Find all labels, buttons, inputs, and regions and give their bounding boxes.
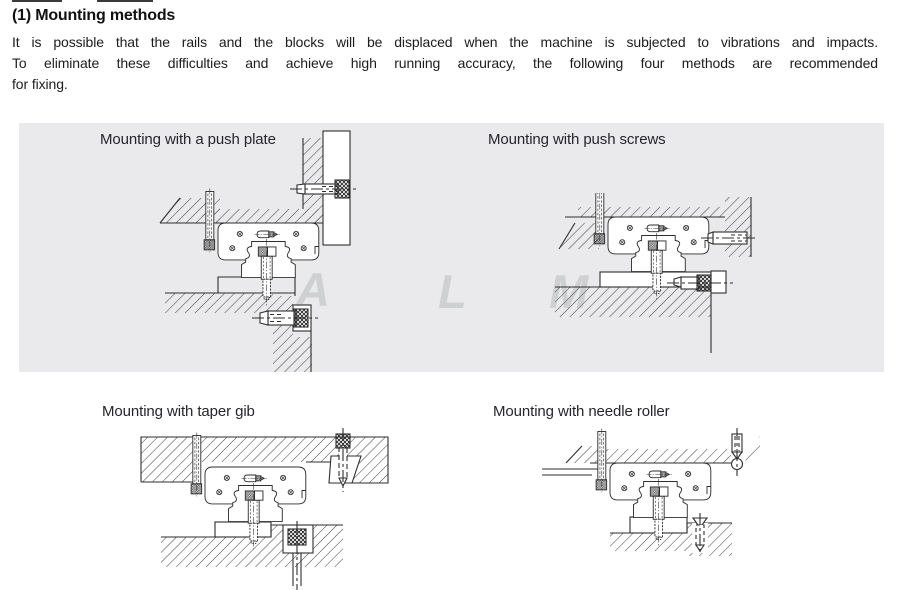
page-top-crop-artifact — [97, 0, 153, 2]
machine-table-hatch — [159, 138, 323, 224]
paragraph-line: It is possible that the rails and the bl… — [12, 34, 878, 50]
intro-paragraph: It is possible that the rails and the bl… — [12, 32, 878, 95]
paragraph-line: for fixing. — [12, 76, 68, 92]
push-screws-diagram — [555, 193, 757, 353]
section-heading: (1) Mounting methods — [12, 7, 176, 24]
paragraph-line: To eliminate these difficulties and achi… — [12, 55, 878, 71]
watermark-letter: A — [296, 263, 330, 316]
watermark-letter: L — [438, 265, 467, 318]
diagram-title-push-screws: Mounting with push screws — [488, 131, 666, 148]
diagram-title-needle-roller: Mounting with needle roller — [493, 403, 670, 420]
push-plate-screw — [290, 179, 356, 199]
taper-gib-diagram — [140, 428, 389, 590]
needle-roller-diagram — [542, 428, 760, 556]
diagram-title-taper-gib: Mounting with taper gib — [102, 403, 255, 420]
roller-adjust-screw — [691, 513, 709, 555]
page-top-crop-artifact — [12, 0, 62, 2]
push-screw-side — [701, 231, 757, 245]
diagram-title-push-plate: Mounting with a push plate — [100, 131, 276, 148]
machine-bed-hatch — [610, 516, 732, 556]
push-screw-lower — [667, 270, 733, 353]
machine-bed-hatch — [555, 271, 712, 317]
machine-table-hatch — [558, 197, 752, 257]
watermark-letter: M — [549, 265, 589, 318]
gib-screw — [335, 428, 351, 492]
push-plate-diagram — [159, 130, 356, 372]
lower-push-plate-screw — [252, 304, 318, 372]
needle-roller — [730, 428, 760, 476]
gib-adjust-screw — [282, 521, 314, 590]
